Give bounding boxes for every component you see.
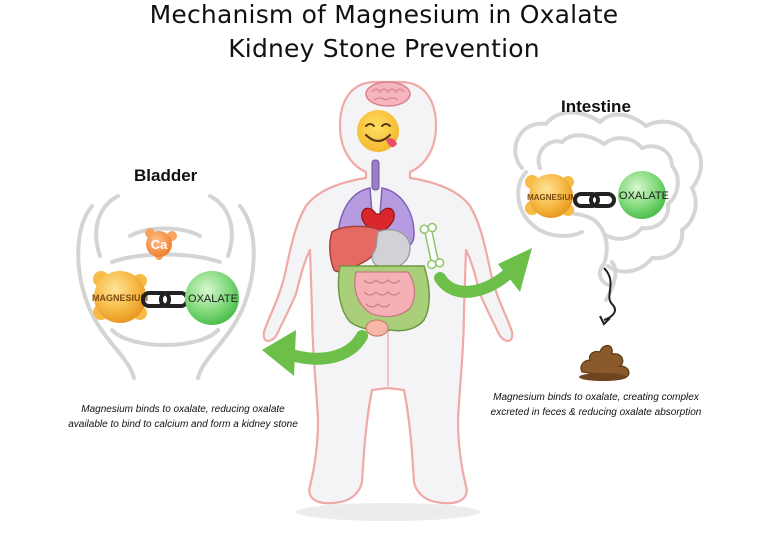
- chain-link-icon: [573, 192, 616, 208]
- poop-icon: [579, 344, 630, 381]
- intestine-oxalate-molecule: OXALATE: [618, 171, 669, 219]
- page-title-line-1: Mechanism of Magnesium in Oxalate: [149, 0, 619, 29]
- smiley-emoji-icon: [357, 110, 399, 152]
- brain-icon: [365, 81, 411, 107]
- large-intestine-outline: [513, 110, 703, 302]
- bone-icon: [419, 222, 445, 270]
- green-arrow-icon: [262, 330, 368, 376]
- oxalate-label: OXALATE: [188, 293, 238, 305]
- chain-link-icon: [141, 291, 189, 308]
- bladder-heading: Bladder: [134, 166, 198, 185]
- calcium-molecule: Ca: [145, 228, 177, 260]
- magnesium-molecule: MAGNESIUM: [92, 271, 148, 323]
- intestines-icon: [337, 265, 430, 332]
- bladder-caption: Magnesium binds to oxalate, reducing oxa…: [68, 404, 298, 430]
- green-arrow-icon: [434, 248, 532, 298]
- trachea-icon: [371, 159, 380, 191]
- intestine-magnesium-molecule: MAGNESIUM: [525, 174, 577, 218]
- calcium-label: Ca: [151, 237, 168, 252]
- intestine-magnesium-label: MAGNESIUM: [527, 193, 577, 202]
- curved-down-arrow-icon: [599, 267, 616, 326]
- intestine-caption: Magnesium binds to oxalate, creating com…: [490, 392, 702, 418]
- page-title-line-2: Kidney Stone Prevention: [228, 34, 540, 63]
- stomach-icon: [371, 229, 411, 269]
- intestine-heading: Intestine: [561, 97, 631, 116]
- oxalate-molecule: OXALATE: [185, 271, 239, 325]
- intestine-oxalate-label: OXALATE: [619, 190, 669, 202]
- magnesium-label: MAGNESIUM: [92, 293, 148, 303]
- bladder-organ-icon: [365, 319, 389, 337]
- bladder-outline-diagram: [76, 194, 256, 380]
- liver-icon: [329, 225, 382, 273]
